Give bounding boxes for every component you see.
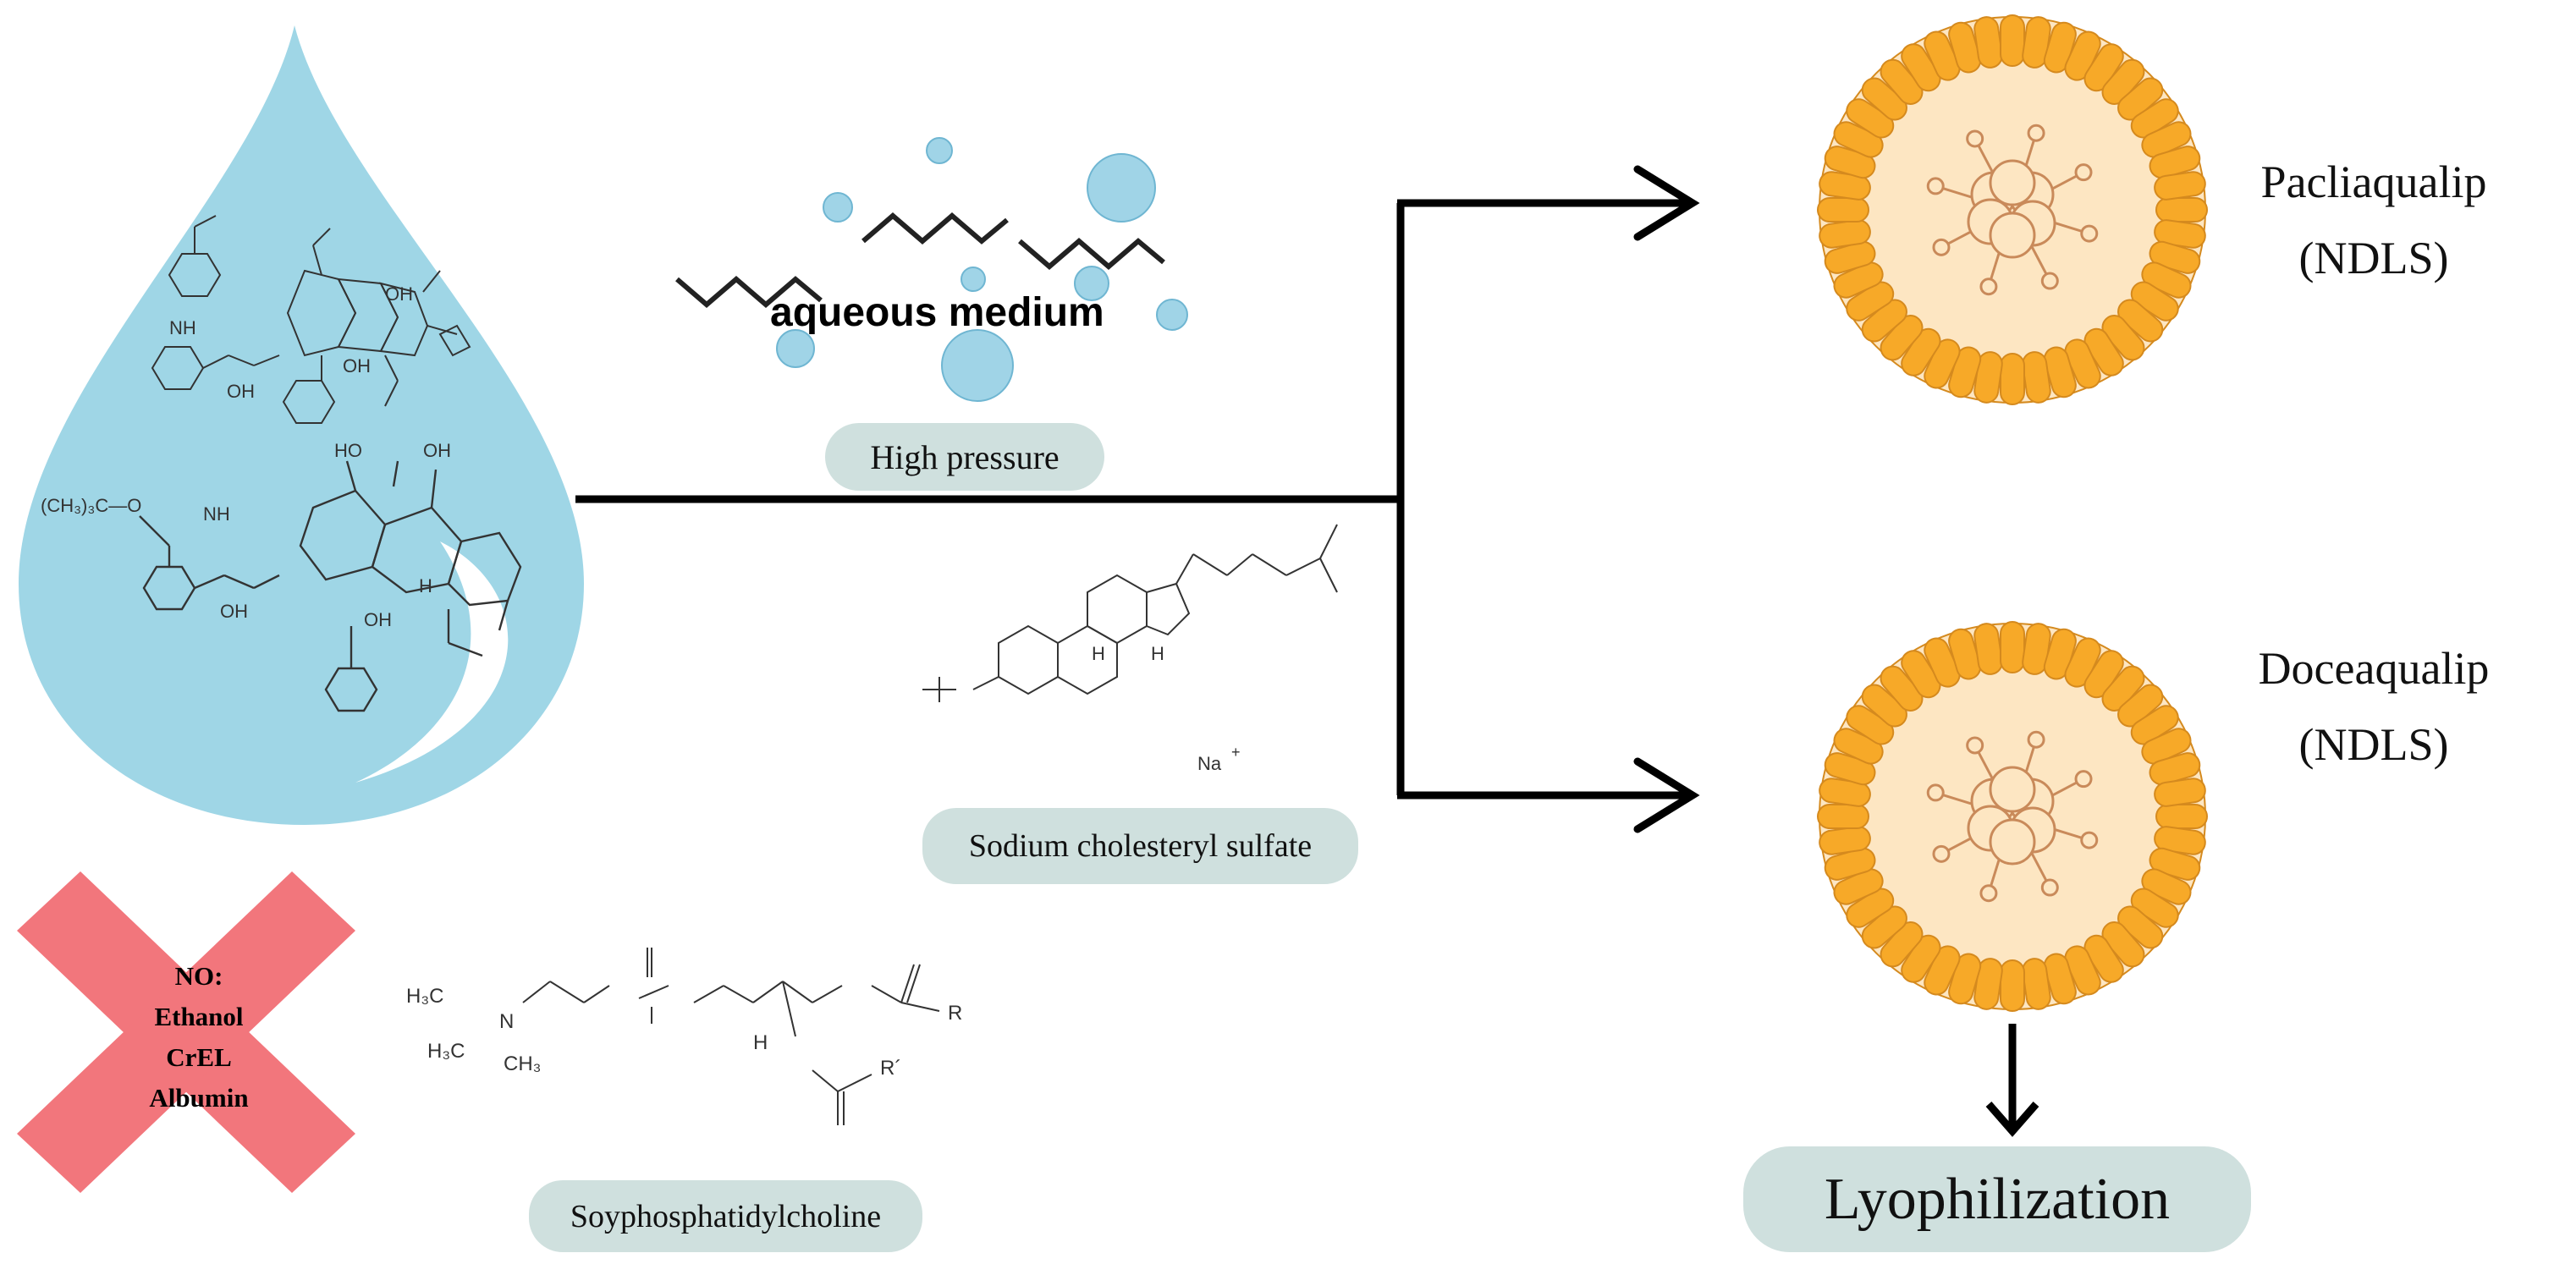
lipid-unit: [2000, 621, 2025, 673]
sodium-cholesteryl-sulfate-label: Sodium cholesteryl sulfate: [968, 828, 1313, 864]
bubble: [823, 192, 853, 223]
lyophilization-pill: Lyophilization: [1743, 1146, 2251, 1252]
aqueous-medium-label: aqueous medium: [770, 290, 1104, 335]
drug-node: [2080, 831, 2099, 849]
bubble: [776, 329, 815, 368]
drug-cluster: [1989, 212, 2036, 259]
lipid-unit: [2154, 778, 2206, 807]
cholesteryl-sulfate-structure: [922, 524, 1338, 702]
product-name: Doceaqualip: [2258, 643, 2490, 694]
soyphosphatidylcholine-pill: Soyphosphatidylcholine: [529, 1180, 922, 1252]
h-label-3: H: [1151, 643, 1164, 664]
paclitaxel-structure: [151, 215, 471, 424]
product-type: (NDLS): [2298, 233, 2449, 283]
high-pressure-pill: High pressure: [825, 423, 1104, 491]
drug-node: [2027, 730, 2045, 749]
excluded-list: NO: Ethanol CrEL Albumin: [127, 956, 271, 1118]
water-drop: [19, 25, 584, 825]
drug-node: [2080, 224, 2099, 243]
lipid-unit: [2155, 197, 2208, 223]
na-label: Na: [1197, 753, 1222, 774]
h3c-label-2: H₃C: [427, 1040, 465, 1063]
excluded-header: NO:: [174, 961, 223, 991]
excluded-cross: [17, 871, 355, 1193]
ho-label: HO: [334, 440, 362, 461]
drug-node: [2027, 124, 2045, 142]
lipid-unit: [2154, 171, 2206, 201]
drug-node: [1979, 884, 1998, 903]
lipid-unit: [1817, 804, 1869, 829]
bubble: [926, 137, 953, 164]
nanoparticle-pacliaqualip: [1817, 14, 2208, 405]
oh-label-4: OH: [423, 440, 451, 461]
bubble: [960, 267, 986, 292]
drug-node: [2074, 163, 2093, 182]
excluded-item-albumin: Albumin: [149, 1083, 249, 1113]
nh-label-2: NH: [203, 503, 230, 525]
bubbles: [776, 137, 1188, 402]
product-type: (NDLS): [2298, 719, 2449, 770]
lipid-unit: [2000, 353, 2025, 405]
cross-stroke: [17, 871, 355, 1193]
nh-label: NH: [169, 317, 196, 338]
h-label-4: H: [753, 1031, 768, 1054]
drug-node: [2074, 770, 2093, 789]
drug-cluster: [1989, 766, 2036, 813]
h-label: H: [419, 575, 432, 596]
drug-node: [1966, 129, 1984, 148]
na-charge: +: [1231, 744, 1241, 761]
lipid-unit: [2000, 14, 2025, 67]
drug-node: [1932, 844, 1951, 863]
lipid-unit: [1817, 197, 1869, 223]
sodium-cholesteryl-sulfate-pill: Sodium cholesteryl sulfate: [922, 808, 1358, 884]
docetaxel-prefix: (CH₃)₃C—O: [41, 495, 141, 516]
bubble: [1074, 266, 1109, 301]
drug-node: [1932, 238, 1951, 256]
drop-highlight: [355, 541, 509, 783]
drug-node: [1926, 177, 1945, 195]
product-name: Pacliaqualip: [2260, 157, 2487, 207]
oh-label-5: OH: [220, 601, 248, 622]
high-pressure-label: High pressure: [870, 437, 1060, 476]
lipid-unit: [2000, 959, 2025, 1012]
excluded-item-ethanol: Ethanol: [154, 1002, 244, 1031]
r-label: R: [948, 1002, 962, 1025]
h-label-2: H: [1092, 643, 1105, 664]
oh-label-1: OH: [227, 381, 255, 402]
phosphatidylcholine-structure: [522, 948, 940, 1125]
excluded-item-crel: CrEL: [166, 1042, 232, 1072]
h3c-label-1: H₃C: [406, 985, 443, 1008]
product-label-doceaqualip: Doceaqualip (NDLS): [2217, 630, 2530, 783]
hydrocarbon-chains: [675, 212, 1165, 308]
lipid-unit: [2155, 804, 2208, 829]
bubble: [1087, 153, 1156, 223]
nanoparticle-doceaqualip: [1817, 621, 2208, 1012]
oh-label-3: OH: [343, 355, 371, 376]
process-arrows: [575, 165, 2039, 1137]
oh-label-6: OH: [364, 609, 392, 630]
n-label: N: [499, 1010, 514, 1033]
drug-node: [1966, 736, 1984, 755]
drug-node: [2040, 272, 2059, 290]
product-label-pacliaqualip: Pacliaqualip (NDLS): [2217, 144, 2530, 296]
drug-node: [1926, 783, 1945, 802]
soyphosphatidylcholine-label: Soyphosphatidylcholine: [570, 1198, 882, 1234]
drug-cluster: [1989, 818, 2036, 866]
drug-cluster: [1989, 159, 2036, 206]
drug-node: [1979, 278, 1998, 296]
ch3-label: CH₃: [504, 1052, 541, 1075]
bubble: [1156, 299, 1188, 331]
oh-label-2: OH: [385, 283, 413, 305]
drug-node: [2040, 878, 2059, 897]
lyophilization-label: Lyophilization: [1824, 1166, 2171, 1232]
r-prime-label: R´: [880, 1057, 901, 1080]
docetaxel-structure: [139, 460, 522, 712]
bubble: [941, 329, 1014, 402]
